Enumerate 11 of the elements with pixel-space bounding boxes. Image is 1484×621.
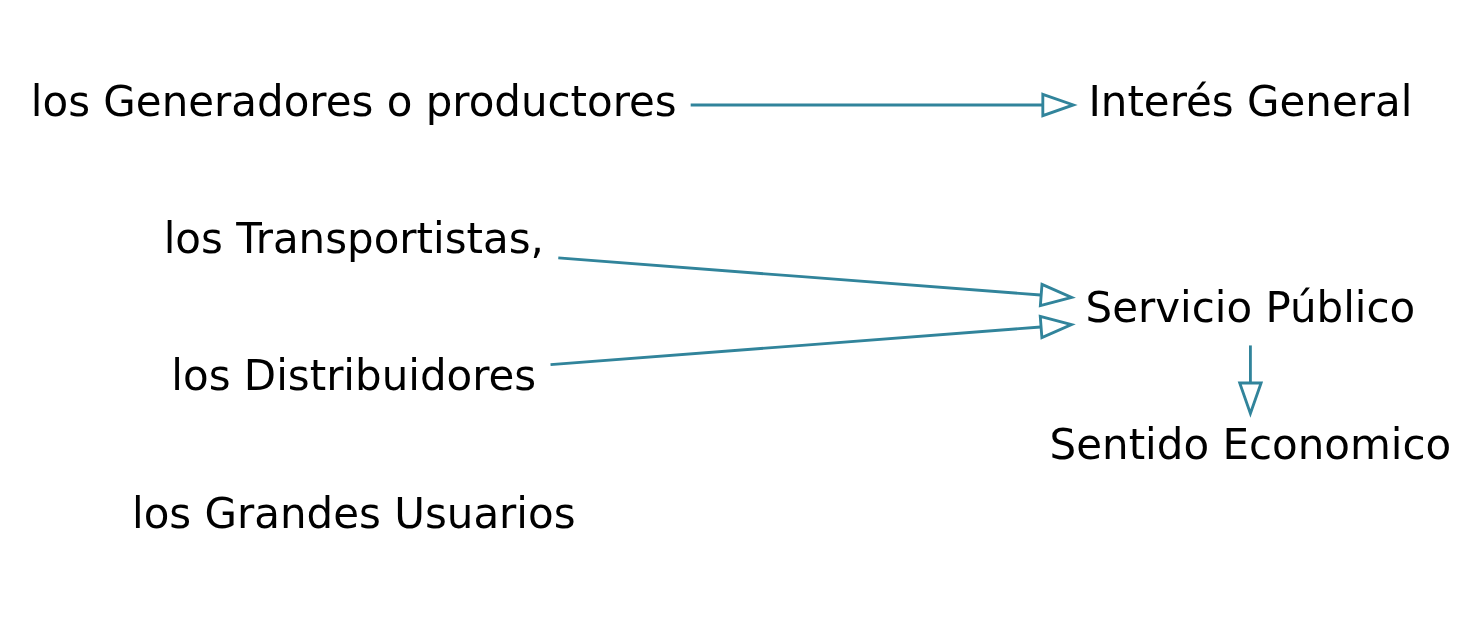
arrow <box>1237 344 1264 418</box>
node-text: Sentido Economico <box>1049 419 1452 469</box>
node-text: los Distribuidores <box>171 350 537 400</box>
node-text: los Generadores o productores <box>30 76 677 126</box>
arrow <box>690 91 1078 118</box>
node-text: los Grandes Usuarios <box>132 488 576 538</box>
arrow <box>550 313 1076 366</box>
node-text: los Transportistas, <box>163 213 544 263</box>
node-text: Interés General <box>1088 76 1413 126</box>
node-text: Servicio Público <box>1085 282 1416 332</box>
arrow <box>558 256 1076 308</box>
